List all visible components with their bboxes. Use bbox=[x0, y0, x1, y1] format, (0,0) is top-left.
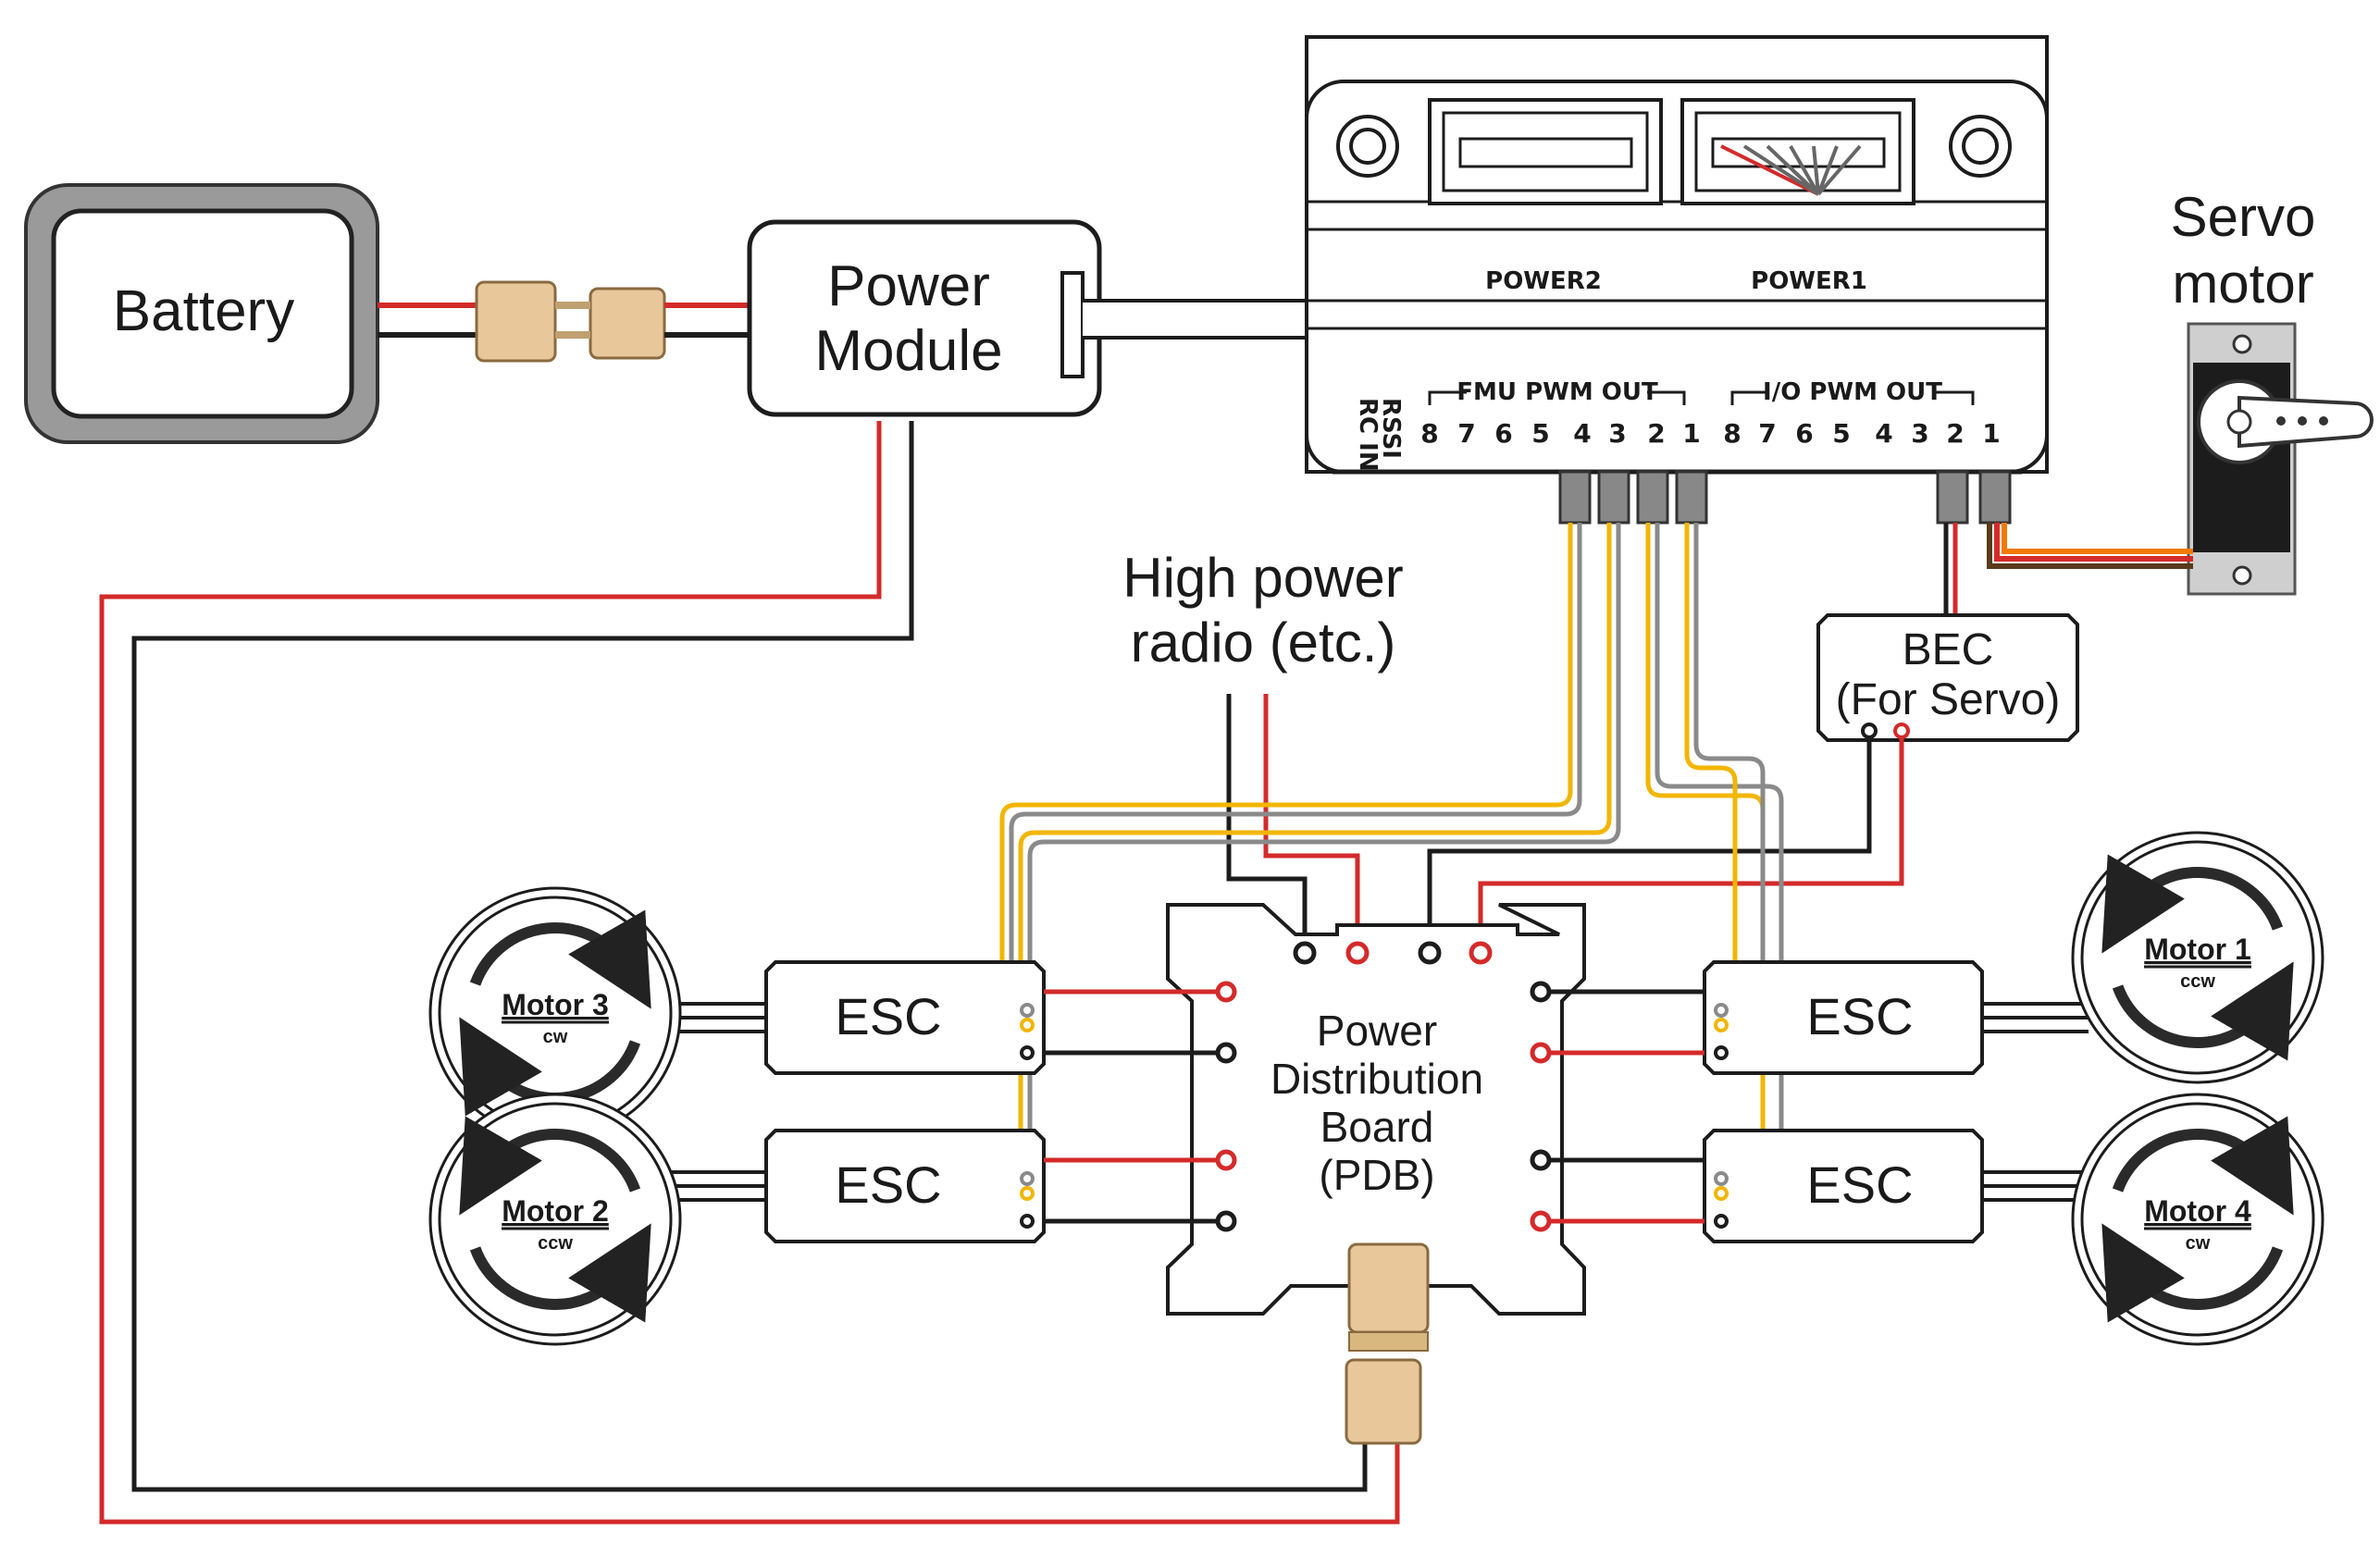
pdb-pad bbox=[1530, 1210, 1552, 1232]
servo-label-line2: motor bbox=[2172, 253, 2313, 315]
motor-2: Motor 2 ccw bbox=[428, 1093, 682, 1346]
battery-connector bbox=[378, 280, 751, 363]
fmu-plug-2 bbox=[1636, 470, 1669, 525]
rotate-ccw-icon bbox=[459, 1116, 641, 1216]
fmu-pin-label: 8 bbox=[1420, 418, 1438, 449]
power-distribution-board: Power Distribution Board (PDB) bbox=[1166, 903, 1586, 1352]
signal-wires bbox=[999, 523, 1784, 1180]
pdb-label-line3: Board bbox=[1320, 1103, 1434, 1151]
fmu-pin-label: 5 bbox=[1531, 418, 1549, 449]
servo-cable bbox=[1987, 523, 2193, 569]
motor-4: Motor 4 cw bbox=[2071, 1093, 2324, 1346]
io-pin-label: 3 bbox=[1911, 418, 1928, 449]
io-plug-2 bbox=[1936, 470, 1969, 525]
motor-direction: ccw bbox=[2180, 971, 2215, 992]
fmu-plug-1 bbox=[1675, 470, 1708, 525]
power2-connector bbox=[1428, 98, 1663, 205]
bec-input-wires bbox=[1943, 523, 1958, 615]
bec-output-wires bbox=[1427, 731, 1904, 948]
power-module: Power Module bbox=[747, 219, 1102, 417]
io-pin-label: 8 bbox=[1723, 418, 1741, 449]
radio-wires bbox=[1226, 694, 1360, 948]
io-pin-label: 4 bbox=[1875, 418, 1892, 449]
fmu-pin-label: 3 bbox=[1608, 418, 1626, 449]
pdb-battery-connector bbox=[1345, 1358, 1422, 1445]
esc-label: ESC bbox=[1806, 1155, 1913, 1214]
screw-icon bbox=[1949, 115, 2012, 178]
pdb-label-line4: (PDB) bbox=[1319, 1151, 1434, 1199]
fmu-plug-3 bbox=[1597, 470, 1630, 525]
power-module-line2: Module bbox=[814, 319, 1002, 383]
fmu-pin-label: 1 bbox=[1682, 418, 1700, 449]
servo-motor: Servo motor bbox=[2171, 186, 2374, 596]
esc-motor-2: ESC bbox=[660, 1129, 1237, 1243]
pdb-pad bbox=[1215, 1210, 1237, 1232]
pdb-pad bbox=[1215, 981, 1237, 1003]
rssi-label: RSSI bbox=[1377, 398, 1405, 459]
motor-direction: cw bbox=[2186, 1233, 2211, 1254]
power1-connector bbox=[1680, 98, 1915, 205]
pdb-label-line1: Power bbox=[1317, 1007, 1437, 1055]
rotate-cw-icon bbox=[2112, 1116, 2294, 1216]
power-module-line1: Power bbox=[827, 254, 990, 318]
power1-label: POWER1 bbox=[1751, 267, 1867, 295]
battery: Battery bbox=[24, 183, 379, 444]
pdb-label-line2: Distribution bbox=[1271, 1055, 1483, 1103]
io-pin-label: 6 bbox=[1795, 418, 1813, 449]
esc-motor-3: ESC bbox=[660, 960, 1237, 1075]
esc-label: ESC bbox=[835, 987, 941, 1045]
bec-label-line1: BEC bbox=[1903, 625, 1994, 674]
rc-in-label: RC IN bbox=[1354, 398, 1382, 472]
fmu-pin-label: 2 bbox=[1647, 418, 1665, 449]
power2-label: POWER2 bbox=[1485, 267, 1602, 295]
pdb-pad bbox=[1215, 1149, 1237, 1171]
bec: BEC (For Servo) bbox=[1816, 613, 2079, 742]
motor-1: Motor 1 ccw bbox=[2071, 831, 2324, 1084]
rotate-ccw-icon bbox=[469, 1223, 651, 1323]
motor-name: Motor 2 bbox=[502, 1194, 609, 1228]
fmu-plug-4 bbox=[1558, 470, 1592, 525]
screw-icon bbox=[1336, 115, 1399, 178]
motor-name: Motor 1 bbox=[2144, 933, 2251, 966]
motor-name: Motor 3 bbox=[502, 988, 609, 1021]
motor-name: Motor 4 bbox=[2144, 1194, 2251, 1228]
esc-label: ESC bbox=[1806, 987, 1913, 1045]
radio-label-line1: High power bbox=[1122, 547, 1404, 609]
esc-label: ESC bbox=[835, 1155, 941, 1214]
io-pin-label: 1 bbox=[1982, 418, 2000, 449]
motor-direction: cw bbox=[543, 1027, 568, 1047]
servo-label-line1: Servo bbox=[2171, 186, 2316, 248]
fmu-pin-label: 4 bbox=[1573, 418, 1591, 449]
rotate-ccw-icon bbox=[2101, 854, 2284, 954]
pdb-pad bbox=[1530, 981, 1552, 1003]
flight-controller: POWER2 POWER1 RC IN RSSI FMU PWM OUT I/O… bbox=[1305, 35, 2049, 525]
io-plug-1 bbox=[1978, 470, 2012, 525]
rotate-cw-icon bbox=[2101, 1223, 2284, 1323]
io-pin-label: 7 bbox=[1758, 418, 1776, 449]
esc-motor-4: ESC bbox=[1530, 1129, 2089, 1243]
pdb-pad bbox=[1215, 1042, 1237, 1064]
io-pin-label: 5 bbox=[1832, 418, 1850, 449]
radio-label-line2: radio (etc.) bbox=[1131, 612, 1396, 673]
pdb-pad bbox=[1530, 1042, 1552, 1064]
rotate-ccw-icon bbox=[2112, 961, 2294, 1061]
io-pin-label: 2 bbox=[1946, 418, 1964, 449]
fmu-pin-label: 7 bbox=[1457, 418, 1475, 449]
pdb-pad bbox=[1530, 1149, 1552, 1171]
esc-motor-1: ESC bbox=[1530, 960, 2089, 1075]
rotate-cw-icon bbox=[469, 909, 651, 1009]
fmu-pwm-out-header: FMU PWM OUT bbox=[1457, 378, 1658, 406]
escs: ESC ESC ESC ESC bbox=[660, 960, 2089, 1243]
motor-direction: ccw bbox=[538, 1233, 573, 1254]
fmu-pin-label: 6 bbox=[1494, 418, 1512, 449]
bec-label-line2: (For Servo) bbox=[1836, 675, 2061, 724]
motor-3: Motor 3 cw bbox=[428, 886, 682, 1140]
io-pwm-out-header: I/O PWM OUT bbox=[1763, 378, 1942, 406]
battery-label: Battery bbox=[113, 279, 294, 343]
main-power-wires bbox=[99, 421, 1400, 1525]
